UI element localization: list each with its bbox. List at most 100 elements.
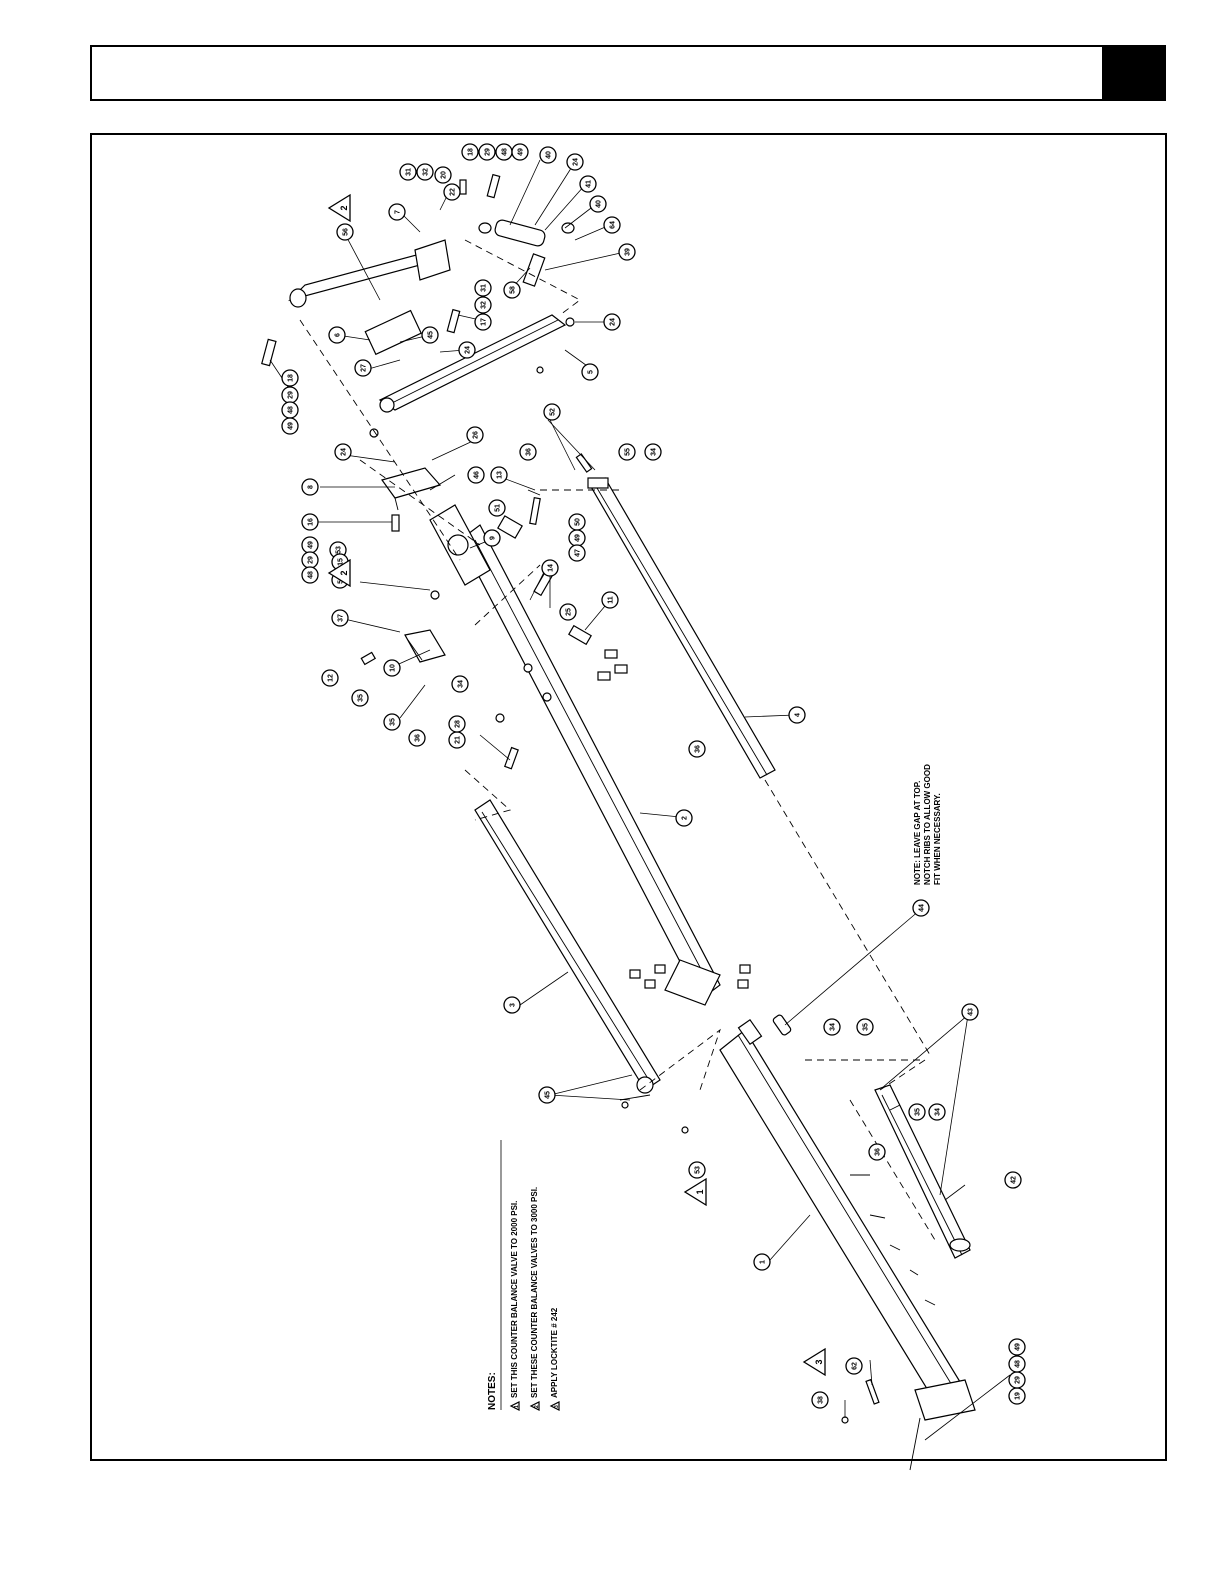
- callout-number: 2: [682, 816, 689, 820]
- callout-number: 11: [608, 596, 615, 604]
- callout-bubble-5: 5: [581, 363, 599, 381]
- callout-bubble-45: 45: [538, 1086, 556, 1104]
- side-note-line-3: FIT WHEN NECESSARY.: [933, 793, 942, 885]
- callout-bubble-52: 52: [543, 403, 561, 421]
- note-triangle-1: 1: [683, 1177, 707, 1207]
- callout-bubble-1: 1: [753, 1253, 771, 1271]
- callout-bubble-49: 49: [511, 143, 529, 161]
- note-item-2: SET THESE COUNTER BALANCE VALVES TO 3000…: [530, 1187, 539, 1398]
- callout-bubble-21: 21: [448, 731, 466, 749]
- callout-bubble-53: 53: [688, 1161, 706, 1179]
- callout-bubble-29: 29: [1008, 1371, 1026, 1389]
- bracket-part-8: [381, 467, 442, 511]
- callout-number: 29: [1015, 1376, 1022, 1384]
- callout-bubble-32: 32: [416, 163, 434, 181]
- note-item-3: APPLY LOCKTITE # 242: [550, 1307, 559, 1398]
- callout-number: 28: [455, 720, 462, 728]
- callout-bubble-34: 34: [928, 1103, 946, 1121]
- callout-number: 35: [863, 1023, 870, 1031]
- callout-number: 14: [548, 564, 555, 572]
- callout-number: 10: [390, 664, 397, 672]
- link-part-44: [772, 1014, 792, 1036]
- callout-number: 48: [288, 406, 295, 414]
- callout-bubble-44: 44: [912, 899, 930, 917]
- callout-number: 24: [610, 318, 617, 326]
- callout-number: 25: [566, 608, 573, 616]
- callout-number: 32: [481, 301, 488, 309]
- callout-number: 56: [343, 228, 350, 236]
- callout-bubble-42: 42: [1004, 1171, 1022, 1189]
- drawing-frame: [90, 133, 1167, 1461]
- callout-number: 31: [406, 168, 413, 176]
- callout-bubble-18: 18: [461, 143, 479, 161]
- callout-number: 52: [550, 408, 557, 416]
- callout-bubble-48: 48: [1008, 1355, 1026, 1373]
- callout-bubble-46: 46: [467, 466, 485, 484]
- callout-number: 29: [308, 556, 315, 564]
- callout-number: 20: [441, 171, 448, 179]
- callout-number: 46: [474, 471, 481, 479]
- assembly-lines: [299, 239, 936, 1241]
- callout-number: 24: [573, 158, 580, 166]
- callout-number: 43: [968, 1008, 975, 1016]
- callout-bubble-2: 2: [675, 809, 693, 827]
- callout-bubble-24: 24: [458, 341, 476, 359]
- callout-bubble-31: 31: [474, 279, 492, 297]
- callout-bubble-29: 29: [301, 551, 319, 569]
- callout-number: 48: [502, 148, 509, 156]
- callout-number: 49: [575, 534, 582, 542]
- callout-bubble-36: 36: [519, 443, 537, 461]
- callout-number: 48: [308, 571, 315, 579]
- callout-number: 45: [545, 1091, 552, 1099]
- wear-pads-part-11: [568, 624, 751, 989]
- callout-bubble-62: 62: [845, 1357, 863, 1375]
- callout-bubble-50: 50: [568, 513, 586, 531]
- callout-number: 8: [308, 485, 315, 489]
- callout-bubble-20: 20: [434, 166, 452, 184]
- callout-number: 50: [575, 518, 582, 526]
- triangle-layer: 2 2 13: [327, 193, 826, 1377]
- notes-heading: NOTES:: [487, 1372, 498, 1410]
- callout-number: 34: [935, 1108, 942, 1116]
- callout-bubble-28: 28: [448, 715, 466, 733]
- callout-number: 36: [415, 734, 422, 742]
- callout-number: 40: [546, 151, 553, 159]
- triangle-number: 2: [339, 205, 349, 210]
- callout-number: 22: [450, 188, 457, 196]
- callout-bubble-64: 64: [603, 216, 621, 234]
- callout-number: 36: [875, 1148, 882, 1156]
- callout-bubble-25: 25: [559, 603, 577, 621]
- callout-number: 42: [1011, 1176, 1018, 1184]
- callout-bubble-35: 35: [856, 1018, 874, 1036]
- callout-number: 5: [588, 370, 595, 374]
- callout-bubble-29: 29: [281, 386, 299, 404]
- callout-number: 6: [335, 333, 342, 337]
- callout-bubble-22: 22: [443, 183, 461, 201]
- callout-bubble-49: 49: [1008, 1338, 1026, 1356]
- callout-number: 45: [428, 331, 435, 339]
- triangle-number: 2: [339, 570, 349, 575]
- callout-bubble-26: 26: [466, 426, 484, 444]
- callout-bubble-35: 35: [383, 713, 401, 731]
- note-item-1: SET THIS COUNTER BALANCE VALVE TO 2000 P…: [510, 1201, 519, 1398]
- callout-bubble-34: 34: [644, 443, 662, 461]
- callout-number: 4: [795, 713, 802, 717]
- callout-bubble-43: 43: [961, 1003, 979, 1021]
- callout-bubble-19: 19: [1008, 1387, 1026, 1405]
- callout-bubble-37: 37: [331, 609, 349, 627]
- callout-number: 47: [575, 549, 582, 557]
- callout-bubble-36: 36: [408, 729, 426, 747]
- callout-bubble-56: 56: [336, 223, 354, 241]
- callout-number: 9: [490, 536, 497, 540]
- callout-bubble-35: 35: [908, 1103, 926, 1121]
- callout-number: 53: [695, 1166, 702, 1174]
- page-tab: [1102, 45, 1166, 101]
- callout-bubble-9: 9: [483, 529, 501, 547]
- callout-bubble-8: 8: [301, 478, 319, 496]
- callout-bubble-13: 13: [490, 466, 508, 484]
- callout-bubble-51: 51: [488, 499, 506, 517]
- callout-number: 48: [1015, 1360, 1022, 1368]
- callout-bubble-48: 48: [301, 566, 319, 584]
- callout-number: 19: [1015, 1392, 1022, 1400]
